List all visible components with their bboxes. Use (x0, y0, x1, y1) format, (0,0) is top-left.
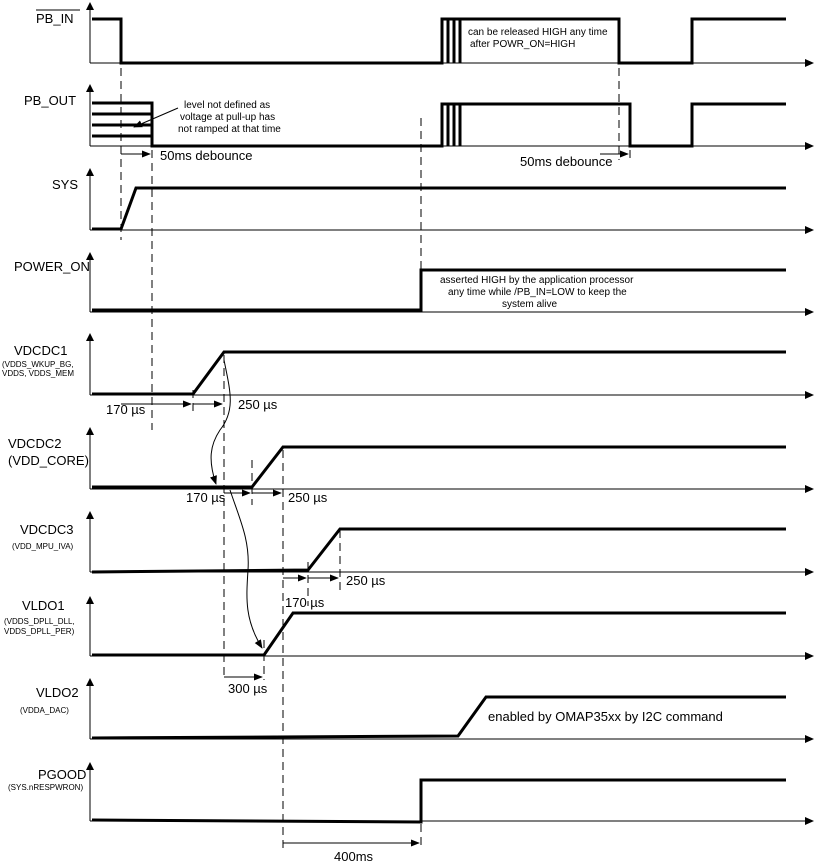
timing-arrows (121, 150, 629, 847)
pgood-delay-label: 400ms (334, 849, 374, 861)
vldo1-sub1: (VDDS_DPLL_DLL, (4, 617, 75, 626)
power-on-note-line2: any time while /PB_IN=LOW to keep the (448, 287, 627, 298)
vdcdc1-ramp-label: 250 µs (238, 397, 278, 412)
vdcdc2-sub1: (VDD_CORE) (8, 453, 89, 468)
pb-in-axis (86, 2, 814, 67)
vdcdc2-delay-label: 170 µs (186, 490, 226, 505)
vdcdc1-sub1: (VDDS_WKUP_BG, (2, 360, 74, 369)
vdcdc1-waveform (92, 350, 786, 396)
pgood-label: PGOOD (38, 767, 86, 782)
timing-labels: 50ms debounce 50ms debounce 170 µs 250 µ… (106, 148, 613, 861)
debounce-label-1: 50ms debounce (160, 148, 253, 163)
vdcdc2-waveform (92, 445, 786, 489)
vldo2-note: enabled by OMAP35xx by I2C command (488, 709, 723, 724)
pb-out-note-pointer (133, 107, 179, 128)
vldo2-sub1: (VDDA_DAC) (20, 706, 69, 715)
vdcdc2-to-vldo1-arrow (229, 489, 263, 649)
vdcdc2-label: VDCDC2 (8, 436, 61, 451)
vdcdc2-ramp-label: 250 µs (288, 490, 328, 505)
vdcdc3-waveform (91, 527, 786, 574)
guide-lines (120, 68, 631, 850)
vdcdc3-axis (86, 511, 814, 576)
pb-out-waveform (92, 101, 786, 148)
sys-waveform (92, 186, 786, 231)
sys-axis (86, 168, 814, 234)
vldo2-label: VLDO2 (36, 685, 79, 700)
sys-label: SYS (52, 177, 78, 192)
vldo1-axis (86, 596, 814, 660)
causality-arrows (210, 359, 263, 649)
pb-in-label: PB_IN (36, 11, 74, 26)
power-on-label: POWER_ON (14, 259, 90, 274)
pgood-axis (86, 762, 814, 825)
vldo2-axis (86, 678, 814, 743)
pb-out-label: PB_OUT (24, 93, 76, 108)
vdcdc1-axis (86, 333, 814, 399)
vdcdc1-label: VDCDC1 (14, 343, 67, 358)
power-on-note-line1: asserted HIGH by the application process… (440, 275, 634, 286)
power-on-axis (86, 252, 814, 316)
annotations: can be released HIGH any time after POWR… (133, 27, 723, 724)
vdcdc1-to-vdcdc2-arrow (210, 359, 231, 485)
pb-out-note-line3: not ramped at that time (178, 124, 281, 135)
pb-in-waveform (92, 17, 786, 65)
debounce-label-2: 50ms debounce (520, 154, 613, 169)
waveforms (91, 17, 786, 824)
pgood-sub1: (SYS.nRESPWRON) (8, 783, 83, 792)
pb-out-note-line2: voltage at pull-up has (180, 112, 275, 123)
vldo1-label: VLDO1 (22, 598, 65, 613)
pgood-waveform (91, 778, 786, 824)
signal-labels: PB_IN PB_OUT SYS POWER_ON VDCDC1 (VDDS_W… (2, 9, 90, 792)
vdcdc3-sub1: (VDD_MPU_IVA) (12, 542, 74, 551)
vdcdc3-delay-label: 170 µs (285, 595, 325, 610)
vdcdc3-ramp-label: 250 µs (346, 573, 386, 588)
vldo2-waveform (91, 695, 786, 740)
vdcdc1-delay-label: 170 µs (106, 402, 146, 417)
pb-in-note-line2: after POWR_ON=HIGH (470, 39, 575, 50)
vldo1-waveform (92, 611, 786, 657)
vdcdc3-label: VDCDC3 (20, 522, 73, 537)
pb-in-note-line1: can be released HIGH any time (468, 27, 608, 38)
power-on-note-line3: system alive (502, 299, 557, 310)
vldo1-delay-label: 300 µs (228, 681, 268, 696)
vdcdc2-axis (86, 427, 814, 493)
pb-out-note-line1: level not defined as (184, 100, 270, 111)
vldo1-sub2: VDDS_DPLL_PER) (4, 627, 75, 636)
vdcdc1-sub2: VDDS, VDDS_MEM (2, 369, 74, 378)
power-on-waveform (92, 268, 786, 312)
